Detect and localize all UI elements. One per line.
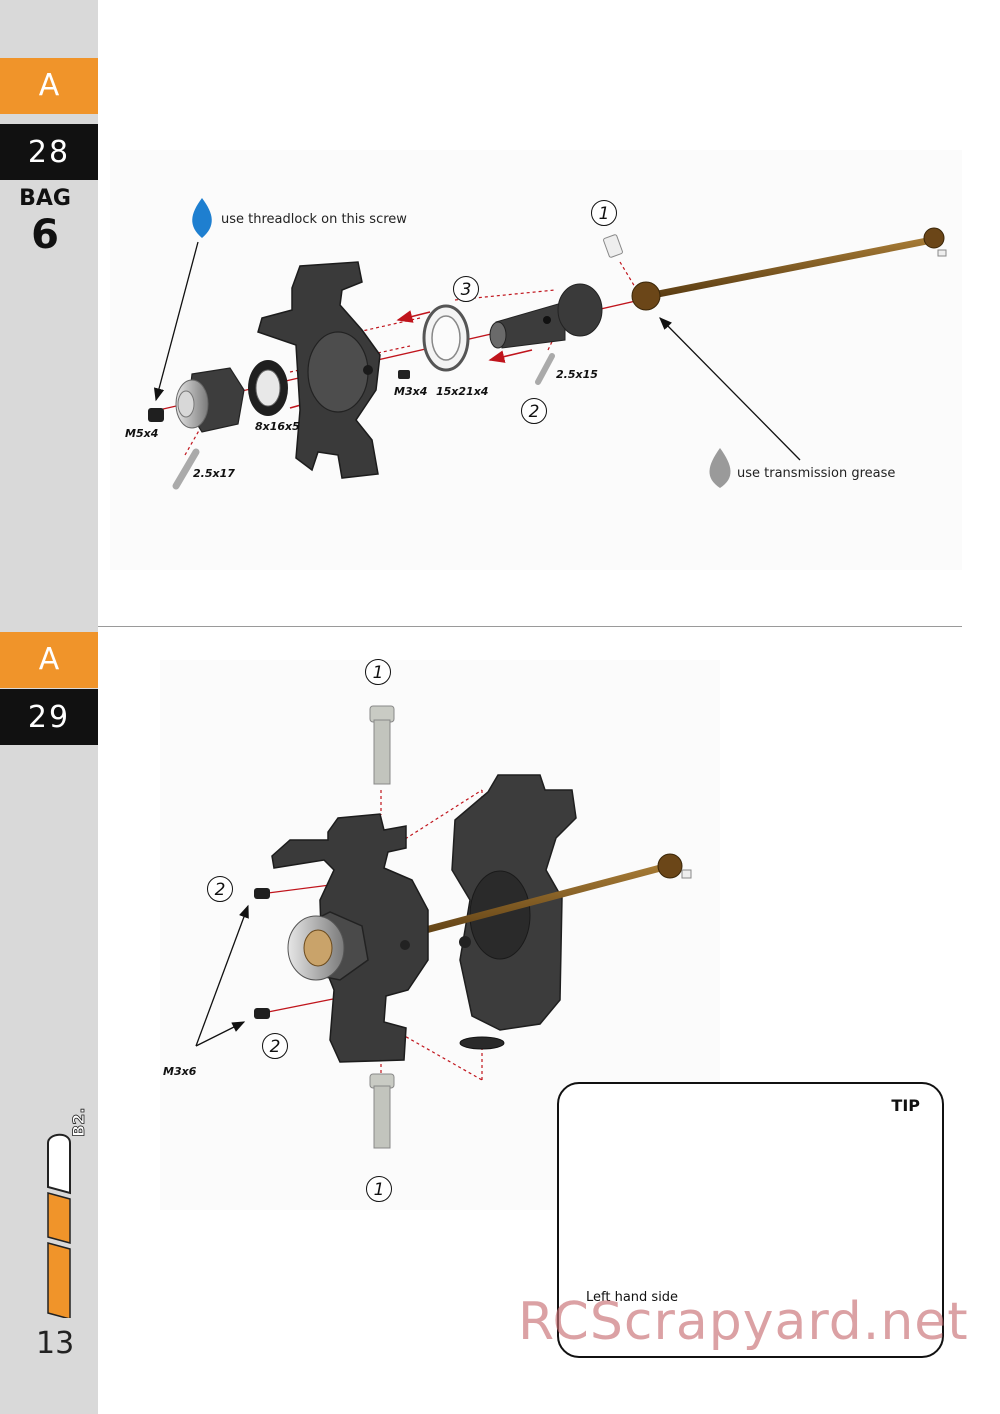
bag-label: BAG: [19, 186, 71, 211]
threadlock-note: use threadlock on this screw: [221, 212, 407, 227]
section-divider: [98, 626, 962, 627]
page-number: 13: [36, 1326, 75, 1361]
bag-number: 6: [31, 212, 59, 258]
logo-text: B2.0: [69, 1108, 88, 1137]
step-number-tab: 28: [0, 124, 98, 180]
step28-panel: [110, 150, 962, 570]
part-label-bearing: 8x16x5: [255, 420, 300, 433]
part-label-bearing: 15x21x4: [436, 385, 489, 398]
bag-indicator: BAG 6: [0, 186, 90, 259]
threadlock-drop-icon: [192, 198, 212, 238]
callout-marker: 1: [366, 1176, 392, 1202]
callout-marker: 3: [453, 276, 479, 302]
part-label-screw: M3x6: [163, 1065, 197, 1078]
callout-marker: 1: [591, 200, 617, 226]
tip-title: TIP: [891, 1096, 920, 1115]
tip-box: TIP Left hand side: [557, 1082, 944, 1358]
watermark: RCScrapyard.net: [518, 1292, 969, 1352]
step-number-tab: 29: [0, 689, 98, 745]
part-label-pin: 2.5x17: [193, 467, 235, 480]
part-label-pin: 2.5x15: [556, 368, 598, 381]
step-letter-tab: A: [0, 58, 98, 114]
brand-logo: B2.0: [47, 1108, 88, 1318]
callout-marker: 1: [365, 659, 391, 685]
step-letter-tab: A: [0, 632, 98, 688]
callout-marker: 2: [521, 398, 547, 424]
part-label-setscrew: M3x4: [394, 385, 428, 398]
grease-note: use transmission grease: [737, 466, 896, 481]
grease-drop-icon: [709, 448, 731, 488]
callout-marker: 2: [262, 1033, 288, 1059]
callout-marker: 2: [207, 876, 233, 902]
part-label-screw: M5x4: [125, 427, 159, 440]
tip-side-label: Left hand side: [586, 1290, 679, 1305]
